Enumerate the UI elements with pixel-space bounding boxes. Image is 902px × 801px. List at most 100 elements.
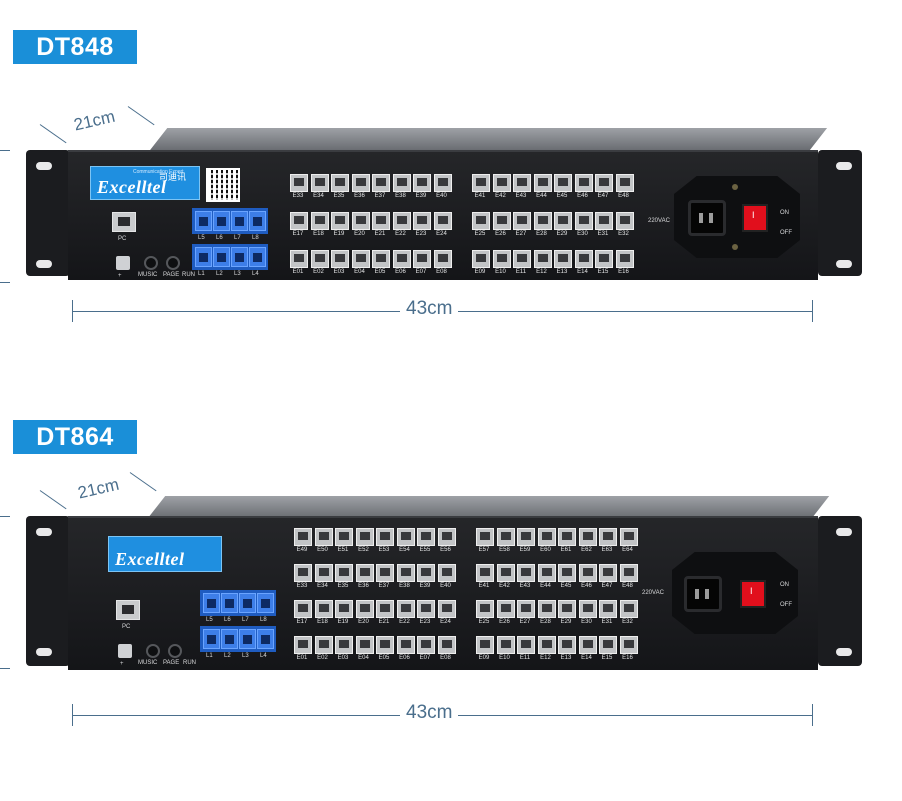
extension-port-icon[interactable] [396,528,415,546]
extension-port-icon[interactable] [351,250,370,268]
extension-port-icon[interactable] [314,636,333,654]
extension-port-icon[interactable] [476,636,494,654]
extension-port-icon[interactable] [355,564,374,582]
extension-port-icon[interactable] [476,564,494,582]
extension-port-icon[interactable] [595,212,613,230]
extension-port-icon[interactable] [417,528,435,546]
extension-port-icon[interactable] [599,600,617,618]
extension-port-icon[interactable] [513,174,531,192]
extension-port-icon[interactable] [376,600,394,618]
extension-port-icon[interactable] [554,212,572,230]
extension-port-icon[interactable] [599,636,617,654]
extension-port-icon[interactable] [396,600,415,618]
extension-port-icon[interactable] [517,528,535,546]
extension-port-icon[interactable] [496,528,515,546]
extension-port-icon[interactable] [533,212,552,230]
extension-port-icon[interactable] [433,174,452,192]
music-jack-icon[interactable] [144,256,158,270]
extension-port-icon[interactable] [533,250,552,268]
extension-port-icon[interactable] [294,528,312,546]
reset-button[interactable] [118,644,132,658]
extension-port-icon[interactable] [492,174,511,192]
extension-port-icon[interactable] [595,250,613,268]
extension-port-icon[interactable] [310,174,329,192]
extension-port-icon[interactable] [492,212,511,230]
extension-port-icon[interactable] [314,528,333,546]
extension-port-icon[interactable] [294,564,312,582]
extension-port-icon[interactable] [413,212,431,230]
extension-port-icon[interactable] [437,600,456,618]
extension-port-icon[interactable] [392,250,411,268]
extension-port-icon[interactable] [376,528,394,546]
rocker-switch-icon[interactable] [740,580,766,608]
extension-port-icon[interactable] [372,174,390,192]
line-port-icon[interactable] [221,593,238,613]
extension-port-icon[interactable] [615,250,634,268]
extension-port-icon[interactable] [578,636,597,654]
extension-port-icon[interactable] [396,636,415,654]
extension-port-icon[interactable] [496,600,515,618]
extension-port-icon[interactable] [331,174,349,192]
extension-port-icon[interactable] [558,528,576,546]
extension-port-icon[interactable] [433,250,452,268]
extension-port-icon[interactable] [537,564,556,582]
line-port-icon[interactable] [239,629,256,649]
extension-port-icon[interactable] [492,250,511,268]
extension-port-icon[interactable] [372,250,390,268]
extension-port-icon[interactable] [599,528,617,546]
extension-port-icon[interactable] [351,174,370,192]
extension-port-icon[interactable] [496,636,515,654]
extension-port-icon[interactable] [413,250,431,268]
line-port-icon[interactable] [203,593,220,613]
music-jack-icon[interactable] [146,644,160,658]
line-port-icon[interactable] [195,211,212,231]
extension-port-icon[interactable] [290,212,308,230]
extension-port-icon[interactable] [574,212,593,230]
extension-port-icon[interactable] [392,212,411,230]
extension-port-icon[interactable] [578,564,597,582]
extension-port-icon[interactable] [355,600,374,618]
page-jack-icon[interactable] [168,644,182,658]
rocker-switch-icon[interactable] [742,204,768,232]
power-inlet-icon[interactable] [688,200,726,236]
extension-port-icon[interactable] [376,564,394,582]
line-port-icon[interactable] [213,211,230,231]
extension-port-icon[interactable] [472,212,490,230]
extension-port-icon[interactable] [290,174,308,192]
extension-port-icon[interactable] [355,636,374,654]
extension-port-icon[interactable] [537,600,556,618]
pc-port-icon[interactable] [116,600,140,620]
extension-port-icon[interactable] [578,600,597,618]
line-port-icon[interactable] [221,629,238,649]
extension-port-icon[interactable] [472,174,490,192]
extension-port-icon[interactable] [476,600,494,618]
extension-port-icon[interactable] [472,250,490,268]
extension-port-icon[interactable] [533,174,552,192]
extension-port-icon[interactable] [437,564,456,582]
extension-port-icon[interactable] [513,250,531,268]
pc-port-icon[interactable] [112,212,136,232]
extension-port-icon[interactable] [615,174,634,192]
extension-port-icon[interactable] [355,528,374,546]
extension-port-icon[interactable] [513,212,531,230]
extension-port-icon[interactable] [595,174,613,192]
extension-port-icon[interactable] [619,564,638,582]
extension-port-icon[interactable] [558,600,576,618]
extension-port-icon[interactable] [517,564,535,582]
extension-port-icon[interactable] [417,636,435,654]
line-port-icon[interactable] [231,211,248,231]
extension-port-icon[interactable] [437,636,456,654]
extension-port-icon[interactable] [351,212,370,230]
extension-port-icon[interactable] [314,600,333,618]
extension-port-icon[interactable] [294,600,312,618]
extension-port-icon[interactable] [413,174,431,192]
extension-port-icon[interactable] [417,600,435,618]
extension-port-icon[interactable] [335,528,353,546]
extension-port-icon[interactable] [335,564,353,582]
line-port-icon[interactable] [249,247,266,267]
extension-port-icon[interactable] [310,250,329,268]
extension-port-icon[interactable] [437,528,456,546]
line-port-icon[interactable] [195,247,212,267]
reset-button[interactable] [116,256,130,270]
extension-port-icon[interactable] [314,564,333,582]
